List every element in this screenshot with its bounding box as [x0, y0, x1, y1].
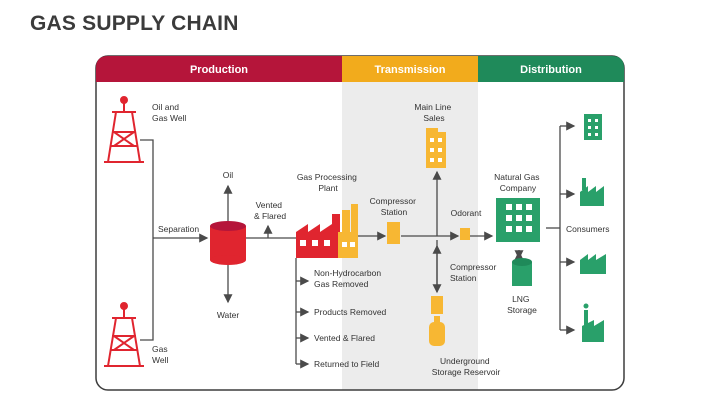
- output-products-removed-label: Products Removed: [314, 307, 387, 317]
- transmission-header: [342, 56, 478, 82]
- consumer-building-icon: [584, 114, 602, 140]
- output-vented-flared-label: Vented & Flared: [314, 333, 375, 343]
- connectors: [140, 121, 576, 369]
- main-line-sales-icon: [426, 128, 446, 168]
- node-labels: Oil and Gas Well Gas Well Separation Oil…: [152, 102, 609, 377]
- natural-gas-company-icon: [496, 198, 540, 242]
- compressor-station-1-icon: [387, 222, 400, 244]
- main-line-sales-label: Main Line Sales: [414, 102, 453, 123]
- odorant-icon: [460, 228, 470, 240]
- separator-tank-icon: [210, 221, 246, 265]
- gas-well-icon: [104, 302, 144, 367]
- distribution-header: [478, 56, 624, 82]
- consumer-factory-icon: [580, 178, 604, 206]
- oil-label: Oil: [223, 170, 234, 180]
- compressor-station-1-label: Compressor Station: [370, 196, 419, 217]
- underground-storage-label: Underground Storage Reservoir: [432, 356, 501, 377]
- section-headers: Production Transmission Distribution: [96, 56, 624, 82]
- compressor-station-2-label: Compressor Station: [450, 262, 499, 283]
- consumer-plant-icon: [580, 254, 606, 274]
- lng-storage-label: LNG Storage: [507, 294, 537, 315]
- vented-flared-label: Vented & Flared: [254, 200, 286, 221]
- processing-outputs: Non-Hydrocarbon Gas Removed Products Rem…: [314, 268, 387, 369]
- natural-gas-company-label: Natural Gas Company: [494, 172, 542, 193]
- oil-gas-well-icon: [104, 96, 144, 163]
- gas-processing-plant-label: Gas Processing Plant: [297, 172, 359, 193]
- separation-label: Separation: [158, 224, 199, 234]
- odorant-label: Odorant: [451, 208, 482, 218]
- distribution-label: Distribution: [520, 64, 582, 76]
- compressor-station-2-icon: [431, 296, 443, 314]
- consumers-label: Consumers: [566, 224, 609, 234]
- underground-storage-icon: [429, 316, 445, 346]
- water-label: Water: [217, 310, 240, 320]
- gas-processing-plant-icon: [296, 204, 358, 258]
- lng-storage-icon: [512, 258, 532, 286]
- gas-well-label: Gas Well: [152, 344, 170, 365]
- oil-gas-well-label: Oil and Gas Well: [152, 102, 186, 123]
- output-returned-to-field-label: Returned to Field: [314, 359, 379, 369]
- production-label: Production: [190, 64, 248, 76]
- transmission-label: Transmission: [375, 64, 446, 76]
- page-title: GAS SUPPLY CHAIN: [30, 12, 239, 35]
- production-header: [96, 56, 342, 82]
- consumer-industry-icon: [582, 303, 604, 342]
- output-non-hydrocarbon-label: Non-Hydrocarbon Gas Removed: [314, 268, 383, 289]
